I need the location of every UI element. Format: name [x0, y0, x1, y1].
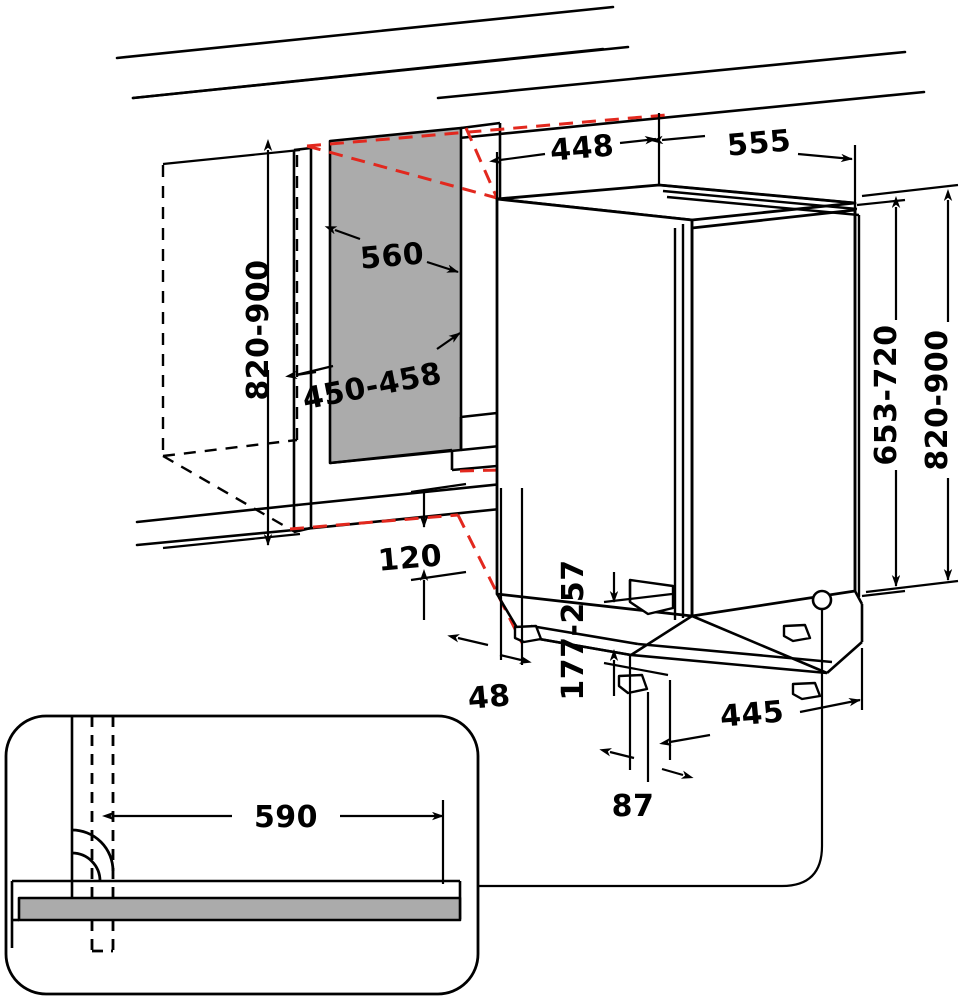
detail-inset-panel: [4, 714, 480, 996]
detail-inset-hidden-lines: [90, 716, 115, 953]
label-foot-offset-87: 87: [612, 789, 655, 824]
cabinet-lower-rails: [135, 480, 524, 547]
dim-plinth-height-177-257: [603, 572, 673, 696]
label-detail-width-590: 590: [254, 800, 318, 835]
label-niche-depth-560: 560: [359, 236, 426, 276]
label-plinth-gap-48: 48: [466, 678, 512, 717]
dim-niche-width-450-458: [285, 332, 461, 380]
niche-edges: [459, 121, 502, 452]
appliance-door-edges: [658, 183, 861, 620]
dim-top-448: [489, 113, 661, 200]
dim-overall-height-820-900: [861, 183, 959, 594]
label-door-height-653-720: 653-720: [869, 324, 904, 465]
detail-leader-line: [477, 609, 824, 888]
dim-plinth-setback-120: [410, 482, 467, 620]
dim-plinth-gap-48: [447, 488, 532, 665]
label-overall-height-820-900: 820-900: [920, 329, 955, 470]
label-plinth-height-177-257: 177-257: [556, 559, 591, 700]
label-niche-height-left: 820-900: [241, 259, 276, 400]
dim-niche-height-left: [162, 139, 301, 550]
worktop-lines: [115, 5, 926, 140]
dim-door-height-653-720: [856, 196, 906, 598]
dim-detail-width-590: [102, 800, 445, 884]
appliance-door-face: [690, 208, 857, 618]
niche-plinth-recess: [329, 448, 498, 472]
service-hole-icon: [811, 589, 833, 611]
label-top-448: 448: [549, 128, 616, 168]
dim-top-555: [651, 134, 857, 204]
label-plinth-setback-120: 120: [377, 538, 444, 578]
appliance-left-face: [495, 197, 694, 618]
niche-shaded-region: [328, 126, 463, 465]
dim-niche-depth-560: [324, 226, 459, 274]
detail-inset-hinge-arcs: [71, 828, 115, 882]
dim-foot-depth-445: [659, 648, 864, 760]
label-foot-depth-445: 445: [719, 694, 786, 734]
hidden-construction-lines: [161, 150, 299, 534]
detail-inset-content: [10, 716, 462, 948]
reference-dashed-lines: [289, 113, 667, 644]
label-top-555: 555: [726, 123, 793, 163]
dim-foot-offset-87: [599, 655, 694, 782]
